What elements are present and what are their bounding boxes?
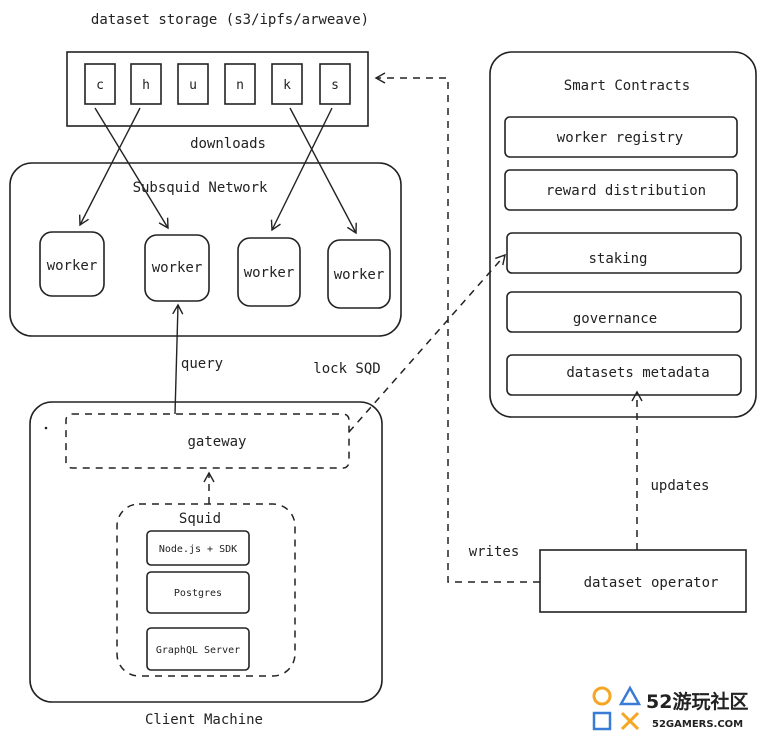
squid-title: Squid: [179, 511, 221, 527]
query-label: query: [181, 356, 223, 372]
watermark-site: 52GAMERS.COM: [652, 719, 743, 730]
dot-mark: [44, 426, 48, 430]
updates-label: updates: [650, 478, 709, 494]
contract-item: [504, 116, 738, 158]
squid-component-label: Node.js + SDK: [159, 544, 237, 555]
writes-arrow: [374, 72, 540, 583]
downloads-label: downloads: [190, 136, 266, 152]
chunk-box: [177, 63, 209, 105]
chunk-label: h: [142, 78, 150, 93]
contract-item: [506, 291, 742, 333]
chunk-label: k: [283, 78, 291, 93]
contract-label: datasets metadata: [566, 365, 709, 381]
client-box: [29, 401, 383, 703]
contract-label: reward distribution: [546, 183, 706, 199]
cross-icon: [620, 711, 640, 731]
contracts-box: [489, 51, 757, 418]
worker-node: [237, 237, 301, 307]
download-arrow: [94, 107, 169, 230]
chunk-box: [319, 63, 351, 105]
squid-box: [116, 503, 296, 677]
contract-item: [504, 169, 738, 211]
chunk-box: [84, 63, 116, 105]
chunk-label: c: [96, 78, 104, 93]
worker-label: worker: [152, 260, 203, 276]
chunk-label: s: [331, 78, 339, 93]
worker-node: [39, 231, 105, 297]
client-title: Client Machine: [145, 712, 263, 728]
square-icon: [592, 711, 612, 731]
chunk-box: [224, 63, 256, 105]
gateway-box: [65, 413, 350, 469]
chunk-box: [130, 63, 162, 105]
operator-box: [539, 549, 747, 613]
contract-label: governance: [573, 311, 657, 327]
contract-item: [506, 232, 742, 274]
storage-title: dataset storage (s3/ipfs/arweave): [91, 12, 369, 28]
squid-component: [146, 627, 250, 671]
writes-label: writes: [469, 544, 520, 560]
contract-item: [506, 354, 742, 396]
operator-label: dataset operator: [584, 575, 719, 591]
network-box: [9, 162, 402, 337]
query-arrow: [172, 303, 184, 415]
worker-node: [327, 239, 391, 309]
contract-label: worker registry: [557, 130, 683, 146]
worker-label: worker: [244, 265, 295, 281]
lock-sqd-arrow: [348, 253, 506, 433]
squid-component: [146, 530, 250, 566]
gateway-label: gateway: [187, 434, 246, 450]
storage-box: [66, 51, 369, 127]
triangle-icon: [618, 685, 642, 706]
squid-component-label: Postgres: [174, 588, 222, 599]
download-arrow: [78, 107, 141, 227]
squid-component-label: GraphQL Server: [156, 645, 240, 656]
worker-node: [144, 234, 210, 302]
chunk-box: [271, 63, 303, 105]
squid-component: [146, 571, 250, 614]
chunk-row: c h u n k s: [84, 63, 351, 105]
worker-label: worker: [47, 258, 98, 274]
watermark-logo: 52游玩社区 52GAMERS.COM: [592, 685, 748, 731]
circle-icon: [592, 686, 612, 706]
download-arrow: [270, 107, 333, 232]
worker-label: worker: [334, 267, 385, 283]
download-arrow: [289, 107, 357, 235]
chunk-label: u: [189, 78, 197, 93]
network-title: Subsquid Network: [133, 180, 268, 196]
contracts-title: Smart Contracts: [564, 78, 690, 94]
lock-label: lock SQD: [313, 361, 380, 377]
watermark-brand: 52游玩社区: [646, 690, 748, 713]
contract-label: staking: [588, 251, 647, 267]
chunk-label: n: [236, 78, 244, 93]
